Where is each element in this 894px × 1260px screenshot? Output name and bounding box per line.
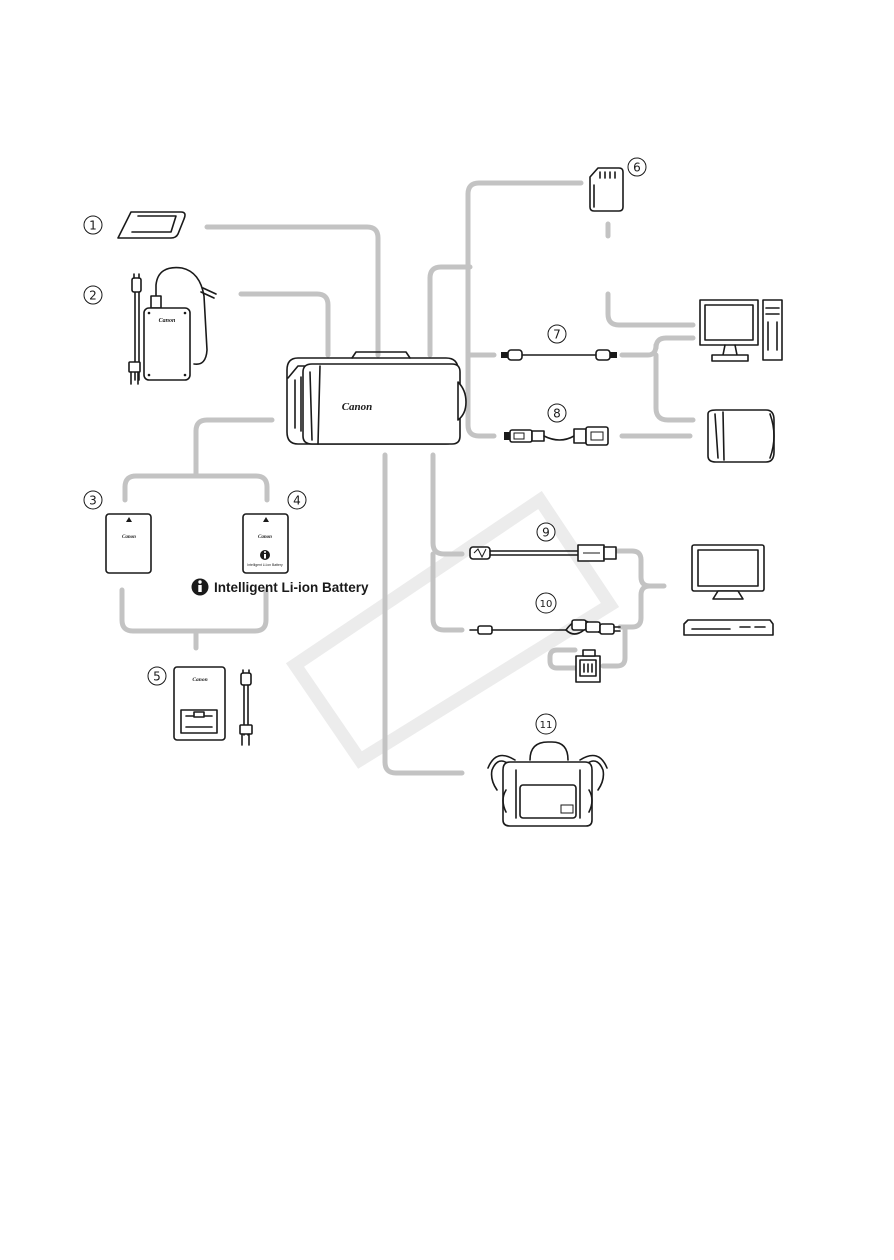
tv-icon <box>692 545 764 599</box>
number-label-2: 2 <box>84 286 102 304</box>
computer-icon <box>700 300 782 361</box>
usb-cable-icon <box>501 350 617 360</box>
number-text: 9 <box>542 526 550 540</box>
brand-text: Canon <box>258 535 272 540</box>
number-text: 2 <box>89 289 97 303</box>
number-label-1: 1 <box>84 216 102 234</box>
stereo-video-cable-icon <box>470 620 620 634</box>
carrying-case-icon <box>488 742 607 826</box>
number-text: 6 <box>633 161 641 175</box>
number-label-9: 9 <box>537 523 555 541</box>
number-label-10: 10 <box>536 593 556 613</box>
photo-printer-icon <box>708 410 774 462</box>
number-label-11: 11 <box>536 714 556 734</box>
battery-pack-icon: Canon <box>106 514 151 573</box>
number-text: 1 <box>89 219 97 233</box>
number-text: 3 <box>89 494 97 508</box>
number-label-3: 3 <box>84 491 102 509</box>
memory-card-icon <box>590 168 623 211</box>
camcorder-icon: Canon <box>287 352 466 444</box>
scart-adapter-icon <box>576 650 600 682</box>
number-text: 4 <box>293 494 301 508</box>
number-label-7: 7 <box>548 325 566 343</box>
intelligent-battery-icon: Canon Intelligent Li-ion Battery <box>243 514 288 573</box>
brand-text: Canon <box>122 535 136 540</box>
brand-text: Canon <box>159 318 176 324</box>
number-text: 7 <box>553 328 561 342</box>
number-text: 5 <box>153 670 161 684</box>
number-text: 10 <box>540 599 553 610</box>
battery-caption: Intelligent Li-ion Battery <box>192 579 369 596</box>
number-label-4: 4 <box>288 491 306 509</box>
wrist-strap-icon <box>118 212 185 238</box>
number-label-5: 5 <box>148 667 166 685</box>
number-label-8: 8 <box>548 404 566 422</box>
battery-charger-icon: Canon <box>174 667 252 745</box>
number-label-6: 6 <box>628 158 646 176</box>
brand-text: Canon <box>342 401 373 413</box>
vcr-icon <box>684 620 773 635</box>
card-reader-cable-icon <box>504 427 608 445</box>
power-adapter-icon: Canon <box>129 268 216 384</box>
number-text: 8 <box>553 407 561 421</box>
brand-text: Canon <box>192 677 207 683</box>
battery-caption-text: Intelligent Li-ion Battery <box>214 580 369 595</box>
battery-tiny-text: Intelligent Li-ion Battery <box>247 563 283 567</box>
hdmi-cable-icon <box>470 545 616 561</box>
number-text: 11 <box>540 720 553 731</box>
